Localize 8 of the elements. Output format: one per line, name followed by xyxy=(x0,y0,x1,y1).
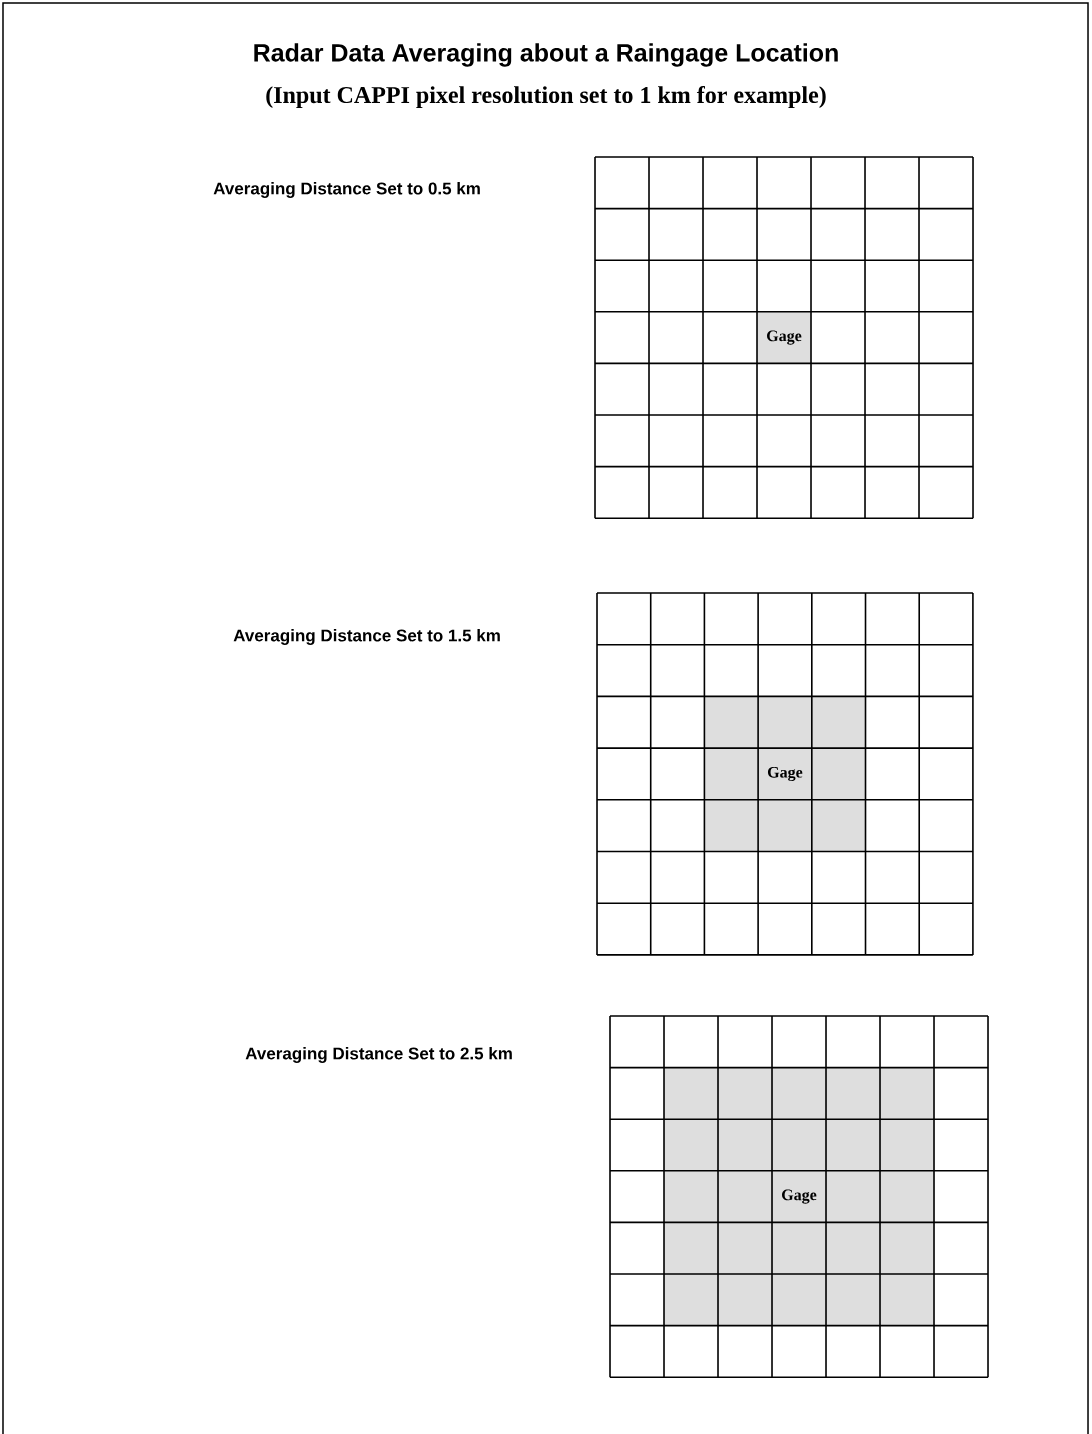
panel-label: Averaging Distance Set to 2.5 km xyxy=(245,1047,512,1063)
gage-cell: Gage xyxy=(782,1189,817,1204)
gage-cell: Gage xyxy=(767,766,803,781)
title: Radar Data Averaging about a Raingage Location xyxy=(254,43,838,67)
subtitle: (Input CAPPI pixel resolution set to 1 km for example) xyxy=(266,86,826,108)
gage-cell: Gage xyxy=(767,330,802,345)
panel-label: Averaging Distance Set to 0.5 km xyxy=(213,182,480,198)
panel-label: Averaging Distance Set to 1.5 km xyxy=(233,629,500,645)
